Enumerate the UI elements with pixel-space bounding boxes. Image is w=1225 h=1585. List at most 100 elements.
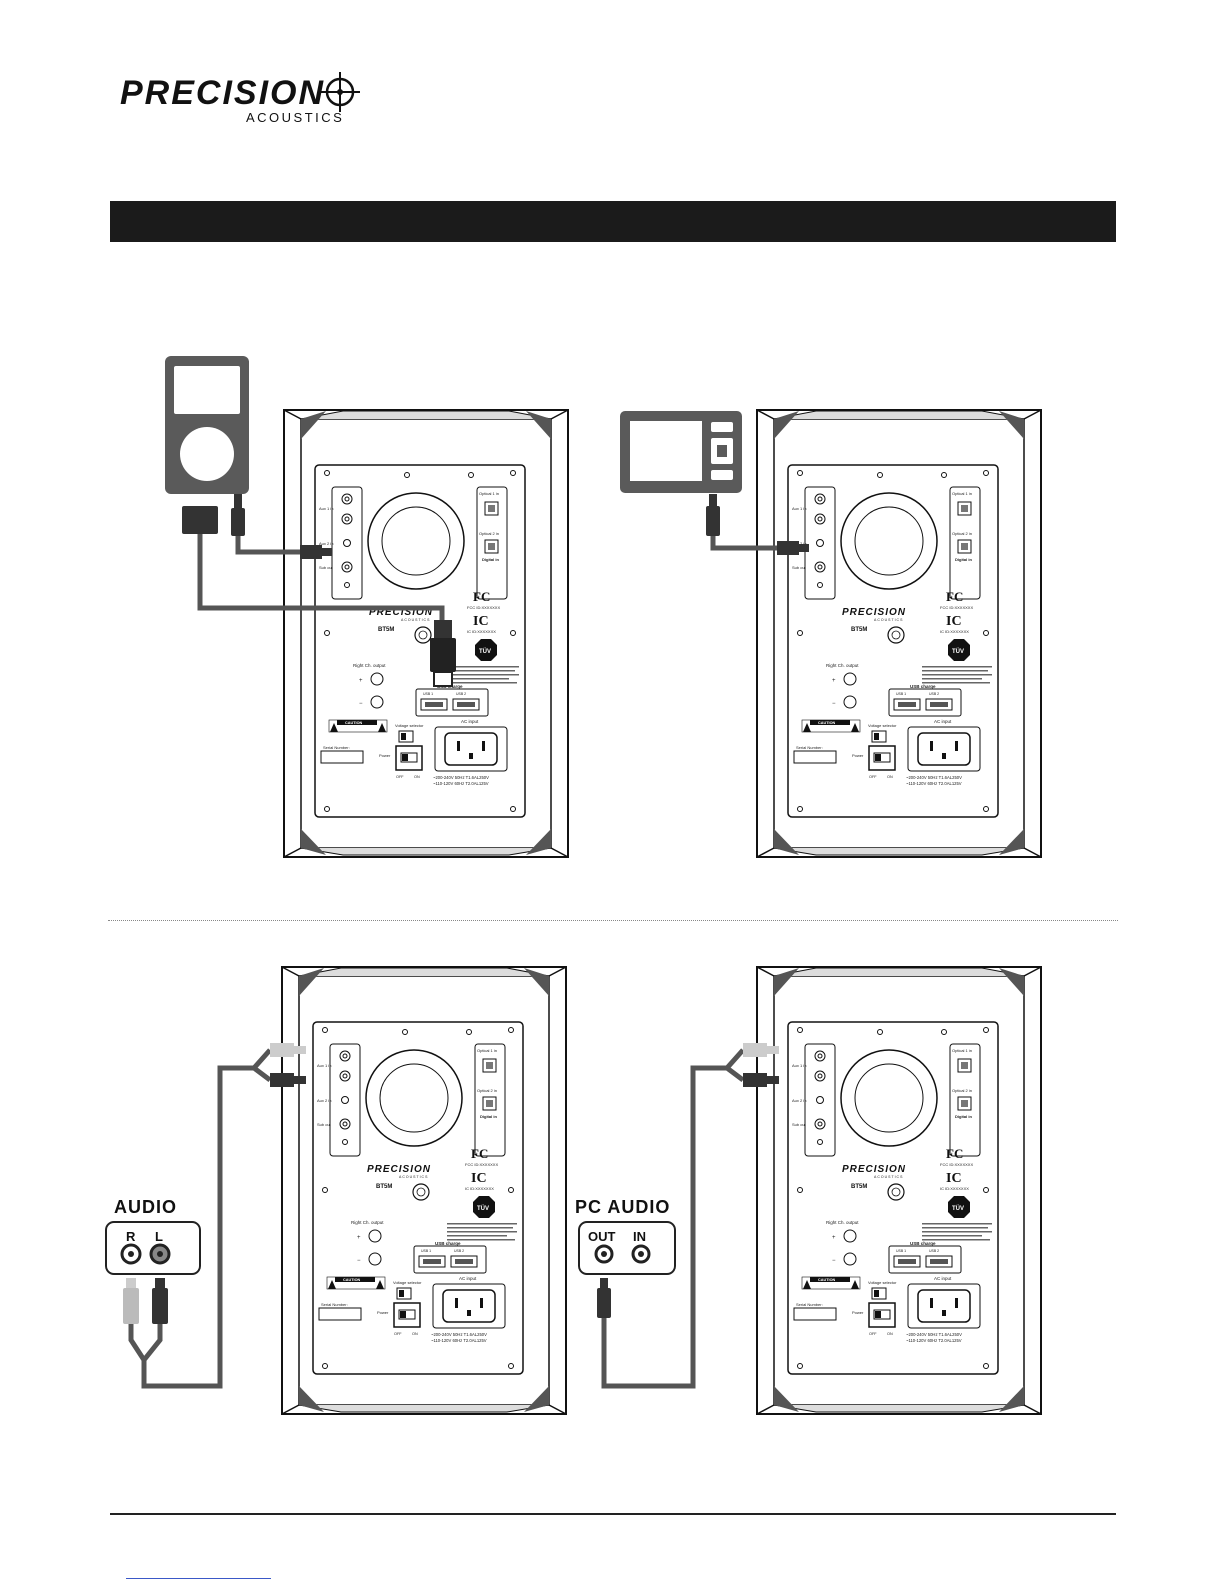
speaker-panel-label: Serial Number: [321,1302,348,1307]
speaker-panel-label: Optical 1 in [479,491,499,496]
speaker-panel-label: Optical 2 in [952,1088,972,1093]
brand-logo-text: PRECISION [120,74,325,112]
svg-text:−: − [832,701,836,707]
svg-text:FC: FC [946,589,963,604]
speaker-panel-label: CAUTION [345,721,363,725]
diagram-media-player-connection [165,356,456,687]
speaker-panel-label: Sub out [792,1122,807,1127]
speaker-panel-label: Optical 2 in [479,531,499,536]
speaker-panel-label: Aux 2 in [792,541,806,546]
speaker-panel-label: CAUTION [343,1278,361,1282]
svg-text:TÜV: TÜV [952,1205,964,1212]
footer-link-underline[interactable] [126,1578,271,1579]
svg-text:FC: FC [946,1146,963,1161]
speaker-panel-label: Sub out [792,565,807,570]
speaker-rear-panel-1: Aux 1 in Aux 2 in Sub out Optical 1 in O… [283,409,569,863]
speaker-panel-label: IC ID:XXXXXXX [467,629,496,634]
speaker-panel-label: BT5M [378,627,394,633]
speaker-panel-label: ~110-120V 60Hz T2.0AL125V [433,781,489,786]
speaker-panel-label: IC ID:XXXXXXX [940,1186,969,1191]
speaker-panel-label: FCC ID:XXXXXXX [467,605,500,610]
svg-text:FC: FC [473,589,490,604]
speaker-panel-label: USB 2 [929,1249,939,1253]
pc-audio-label: PC AUDIO [575,1197,670,1217]
speaker-panel-label: PRECISION [367,1164,431,1175]
speaker-panel-label: Optical 2 in [477,1088,497,1093]
svg-text:IC: IC [946,1171,962,1186]
speaker-panel-label: ~200-240V 50Hz T1.6AL250V [906,775,962,780]
speaker-panel-label: BT5M [851,627,867,633]
speaker-panel-label: PRECISION [369,607,433,618]
speaker-panel-label: USB 2 [456,692,466,696]
speaker-rear-panel-2: Aux 1 in Aux 2 in Sub out Optical 1 in O… [756,409,1042,863]
section-header-bar [110,201,1116,242]
audio-r-label: R [126,1229,136,1244]
usb-plug-icon [434,620,452,638]
speaker-panel-label: USB 2 [454,1249,464,1253]
audio-label: AUDIO [114,1197,177,1217]
speaker-panel-label: Right Ch. output [351,1220,384,1225]
speaker-panel-label: USB 1 [896,692,906,696]
diagram-portable-device-connection [620,411,809,555]
speaker-panel-label: Optical 1 in [952,491,972,496]
speaker-panel-label: ON [414,775,420,779]
svg-text:TÜV: TÜV [479,648,491,655]
speaker-panel-label: Aux 1 in [792,506,806,511]
svg-text:+: + [359,678,363,684]
speaker-panel-label: ~200-240V 50Hz T1.6AL250V [431,1332,487,1337]
svg-text:−: − [832,1258,836,1264]
speaker-panel-label: Power [379,753,391,758]
svg-text:IC: IC [473,614,489,629]
speaker-panel-label: ON [887,775,893,779]
speaker-panel-label: ON [887,1332,893,1336]
speaker-panel-label: BT5M [851,1184,867,1190]
speaker-rear-panel-4: Aux 1 in Aux 2 in Sub out Optical 1 in O… [756,966,1042,1420]
brand-logo: PRECISION ACOUSTICS [120,72,360,125]
speaker-panel-label: AC input [934,719,952,724]
speaker-panel-label: Aux 1 in [317,1063,331,1068]
crosshair-icon [320,72,360,112]
speaker-panel-label: OFF [869,1332,877,1336]
speaker-panel-label: ~110-120V 60Hz T2.0AL125V [906,1338,962,1343]
speaker-panel-label: USB 1 [423,692,433,696]
speaker-panel-label: ~200-240V 50Hz T1.6AL250V [906,1332,962,1337]
speaker-panel-label: Power [377,1310,389,1315]
speaker-rear-panel-graphic: Aux 1 in Aux 2 in Sub out Optical 1 in O… [283,409,569,858]
speaker-panel-label: Aux 2 in [319,541,333,546]
svg-text:+: + [832,1235,836,1241]
speaker-panel-label: ~110-120V 60Hz T2.0AL125V [431,1338,487,1343]
speaker-panel-label: ON [412,1332,418,1336]
speaker-panel-label: Digital in [482,557,499,562]
speaker-rear-panel-graphic: Aux 1 in Aux 2 in Sub out Optical 1 in O… [756,409,1042,858]
speaker-panel-label: Voltage selector [868,723,897,728]
speaker-panel-label: BT5M [376,1184,392,1190]
speaker-panel-label: Aux 1 in [792,1063,806,1068]
speaker-panel-label: Digital in [955,557,972,562]
brand-logo-subtitle: ACOUSTICS [246,110,344,125]
svg-text:TÜV: TÜV [952,648,964,655]
dock-connector-icon [182,506,218,534]
speaker-panel-label: Optical 1 in [952,1048,972,1053]
speaker-panel-label: ~200-240V 50Hz T1.6AL250V [433,775,489,780]
footer-rule [110,1513,1116,1515]
speaker-rear-panel-3: Aux 1 in Aux 2 in Sub out Optical 1 in O… [281,966,567,1420]
speaker-panel-label: Serial Number: [796,1302,823,1307]
speaker-panel-label: ACOUSTICS [399,1175,428,1179]
speaker-panel-label: Voltage selector [395,723,424,728]
speaker-panel-label: Right Ch. output [826,663,859,668]
speaker-panel-label: OFF [869,775,877,779]
speaker-panel-label: Right Ch. output [353,663,386,668]
svg-text:IC: IC [471,1171,487,1186]
speaker-panel-label: IC ID:XXXXXXX [940,629,969,634]
speaker-panel-label: AC input [461,719,479,724]
speaker-panel-label: PRECISION [842,607,906,618]
speaker-panel-label: USB charge [435,1241,461,1246]
speaker-panel-label: ACOUSTICS [401,618,430,622]
pc-in-label: IN [633,1229,646,1244]
audio-l-label: L [155,1229,163,1244]
svg-text:−: − [357,1258,361,1264]
speaker-panel-label: Aux 2 in [317,1098,331,1103]
speaker-panel-label: Voltage selector [393,1280,422,1285]
diagram-pc-audio-connection: PC AUDIO OUT IN [575,1043,779,1389]
speaker-panel-label: USB 1 [896,1249,906,1253]
